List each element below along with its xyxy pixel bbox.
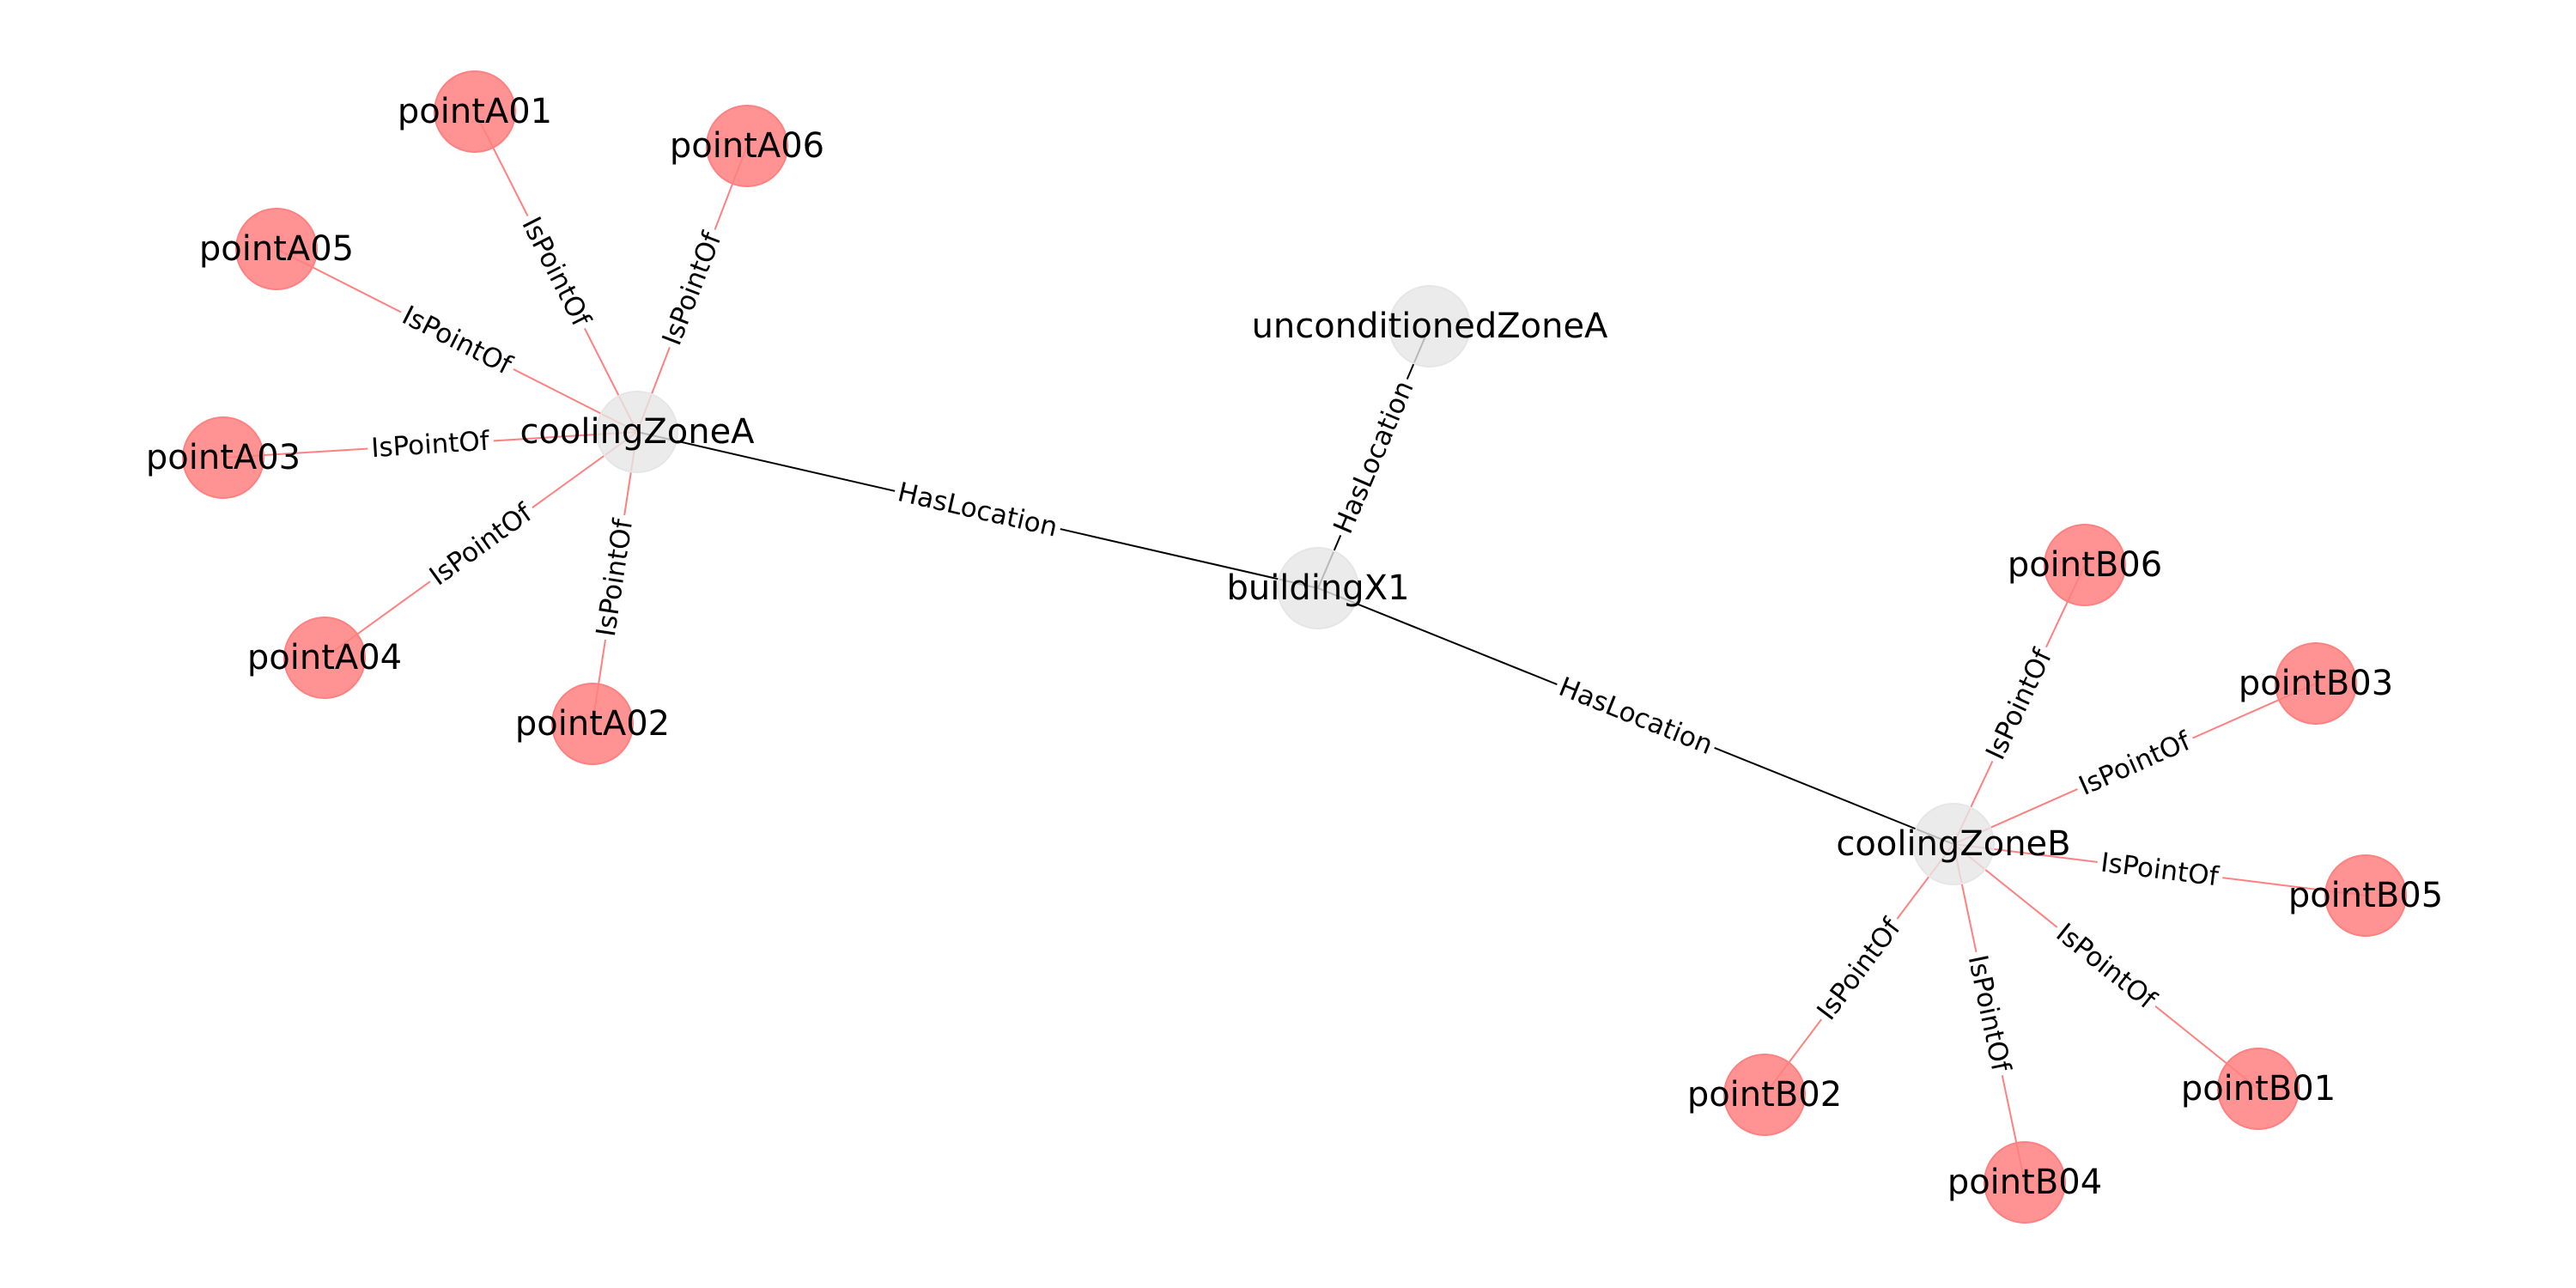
edge-label-background — [367, 424, 495, 465]
node-label-coolingZoneB: coolingZoneB — [1836, 824, 2070, 864]
edge-label-group: HasLocation — [1325, 373, 1423, 542]
node-pointA06[interactable] — [706, 105, 788, 187]
node-label-buildingX1: buildingX1 — [1226, 568, 1409, 608]
edge-label-group: IsPointOf — [513, 208, 599, 336]
node-pointA04[interactable] — [283, 617, 366, 699]
edge-label-group: IsPointOf — [1959, 948, 2019, 1079]
edge-label-group: IsPointOf — [393, 297, 521, 384]
node-label-pointA06: pointA06 — [670, 126, 824, 166]
node-pointB05[interactable] — [2324, 854, 2407, 937]
edge-label-background — [2046, 914, 2166, 1019]
node-buildingX1[interactable] — [1277, 547, 1359, 629]
node-unconditionedZoneA[interactable] — [1388, 285, 1471, 368]
edge-label-background — [890, 475, 1065, 545]
node-label-pointB06: pointB06 — [2008, 545, 2162, 585]
node-pointA01[interactable] — [434, 70, 516, 153]
edge-label: IsPointOf — [398, 300, 518, 381]
edge-label-group: IsPointOf — [367, 424, 495, 465]
edge-label-group: IsPointOf — [420, 494, 543, 595]
node-label-pointA05: pointA05 — [199, 229, 354, 269]
node-label-pointA02: pointA02 — [515, 704, 670, 744]
edge-label-group: IsPointOf — [589, 513, 641, 642]
node-label-pointB04: pointB04 — [1947, 1163, 2102, 1202]
node-pointB03[interactable] — [2275, 642, 2357, 725]
edge-label-group: IsPointOf — [1978, 640, 2062, 769]
edge-label-background — [513, 208, 599, 336]
edge-label-background — [2070, 723, 2200, 805]
edge-label-background — [420, 494, 543, 595]
edge-label: IsPointOf — [424, 497, 538, 592]
edge-label-background — [393, 297, 521, 384]
edge-label: IsPointOf — [1962, 952, 2017, 1075]
edge-label: IsPointOf — [1811, 912, 1907, 1025]
node-pointB04[interactable] — [1984, 1141, 2066, 1224]
node-label-pointB03: pointB03 — [2239, 664, 2393, 703]
node-pointA02[interactable] — [551, 683, 634, 765]
node-label-coolingZoneA: coolingZoneA — [519, 412, 755, 452]
edge-label-group: IsPointOf — [2070, 723, 2200, 805]
edge-label: IsPointOf — [1980, 644, 2059, 765]
edge-label: IsPointOf — [370, 426, 491, 465]
edge-label-background — [589, 513, 641, 642]
edge-label: IsPointOf — [591, 516, 640, 639]
edge-label-group: IsPointOf — [1808, 908, 1911, 1030]
node-label-pointA01: pointA01 — [398, 92, 552, 131]
node-label-unconditionedZoneA: unconditionedZoneA — [1252, 307, 1608, 346]
node-label-pointB02: pointB02 — [1687, 1075, 1842, 1115]
node-pointB01[interactable] — [2217, 1048, 2300, 1130]
edge-label-background — [654, 223, 731, 354]
edge-label-background — [1551, 669, 1721, 763]
edge-label: HasLocation — [895, 477, 1060, 543]
node-label-pointA03: pointA03 — [146, 438, 301, 477]
node-coolingZoneA[interactable] — [596, 391, 678, 473]
edge-label-background — [1808, 908, 1911, 1030]
node-label-pointB01: pointB01 — [2181, 1069, 2336, 1109]
edge-label: IsPointOf — [2075, 726, 2196, 802]
node-pointB06[interactable] — [2044, 524, 2126, 606]
edge-label-group: IsPointOf — [2046, 914, 2166, 1019]
node-layer — [182, 70, 2407, 1224]
node-label-pointA04: pointA04 — [247, 638, 402, 677]
edge-label: HasLocation — [1554, 671, 1716, 761]
node-pointA05[interactable] — [235, 208, 318, 290]
edge-label-background — [1325, 373, 1423, 542]
edge-label: IsPointOf — [515, 212, 597, 332]
edge-label-background — [2095, 846, 2225, 895]
edge-label: HasLocation — [1327, 376, 1419, 538]
edge-label-group: HasLocation — [890, 475, 1065, 545]
edge-label-group: IsPointOf — [2095, 846, 2225, 895]
node-label-pointB05: pointB05 — [2288, 876, 2443, 915]
edge-label-group: HasLocation — [1551, 669, 1721, 763]
edge-label: IsPointOf — [657, 228, 728, 349]
edge-label-group: IsPointOf — [654, 223, 731, 354]
edge-label: IsPointOf — [2050, 917, 2163, 1016]
node-pointA03[interactable] — [182, 416, 264, 499]
edge-label-background — [1959, 948, 2019, 1079]
edge-label-background — [1978, 640, 2062, 769]
node-label-layer: buildingX1 unconditionedZoneA coolingZoneA… — [146, 92, 2443, 1202]
node-coolingZoneB[interactable] — [1912, 803, 1995, 885]
node-pointB02[interactable] — [1723, 1054, 1806, 1136]
